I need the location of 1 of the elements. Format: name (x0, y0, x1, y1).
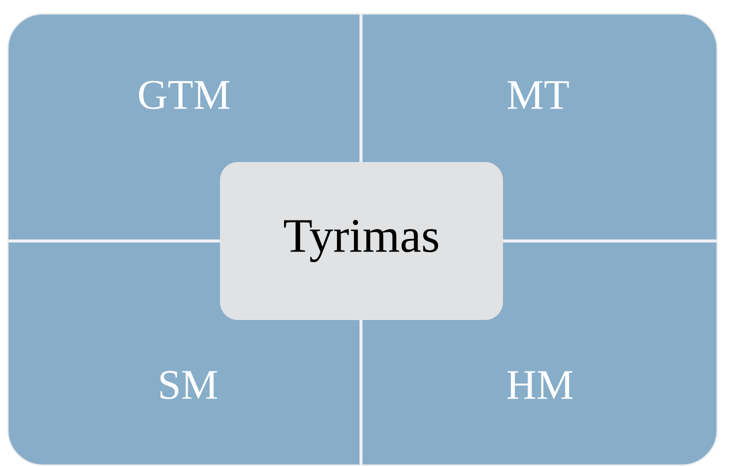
central-box: Tyrimas (220, 162, 503, 320)
